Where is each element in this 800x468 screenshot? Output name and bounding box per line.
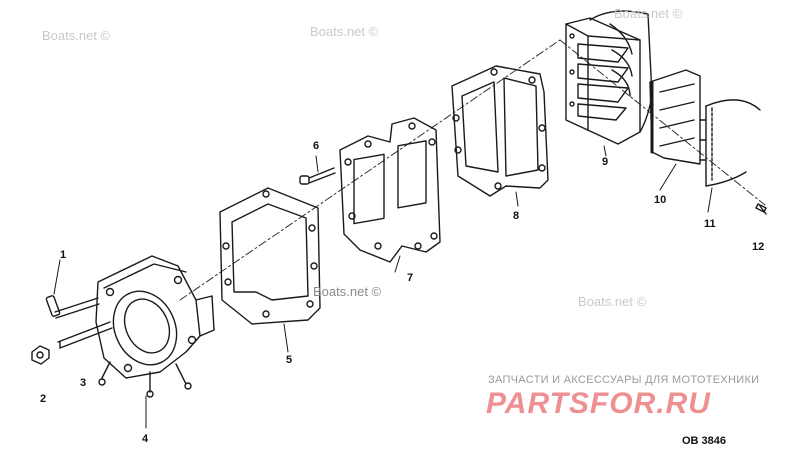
callout-3: 3	[80, 377, 87, 389]
brand-logo: PARTSFOR.RU	[486, 387, 711, 420]
callout-1: 1	[60, 249, 67, 261]
callout-9: 9	[602, 156, 609, 168]
part-11-reed-stop	[699, 99, 761, 187]
part-3-stud	[57, 321, 113, 349]
callout-8: 8	[513, 210, 520, 222]
part-4-adapter-housing	[95, 255, 215, 398]
watermark-top-left: Boats.net ©	[42, 28, 111, 43]
part-5-gasket	[219, 187, 321, 325]
part-9-reed-cage	[565, 10, 653, 145]
callout-7: 7	[407, 272, 414, 284]
callout-4: 4	[142, 433, 149, 445]
part-6-screw	[299, 155, 336, 185]
watermark-top-center: Boats.net ©	[310, 24, 379, 39]
part-2-nut	[31, 345, 50, 365]
part-7-reed-plate	[339, 117, 441, 263]
diagram-code: OB 3846	[682, 435, 727, 447]
part-12-screw	[755, 203, 767, 215]
assembly-axis	[179, 39, 766, 301]
callout-12: 12	[752, 241, 765, 253]
callout-6: 6	[313, 140, 320, 152]
leader-lines	[145, 145, 713, 429]
part-1-screw	[45, 259, 100, 319]
callout-5: 5	[286, 354, 293, 366]
part-8-gasket	[451, 65, 549, 197]
part-10-reed-petals	[649, 69, 701, 165]
watermark-top-right: Boats.net ©	[614, 6, 683, 21]
callout-2: 2	[40, 393, 47, 405]
brand-tagline: ЗАПЧАСТИ И АКСЕССУАРЫ ДЛЯ МОТОТЕХНИКИ	[488, 374, 760, 386]
watermark-center: Boats.net ©	[313, 284, 382, 299]
watermark-right: Boats.net ©	[578, 294, 647, 309]
callout-10: 10	[654, 194, 667, 206]
callout-11: 11	[704, 218, 716, 230]
